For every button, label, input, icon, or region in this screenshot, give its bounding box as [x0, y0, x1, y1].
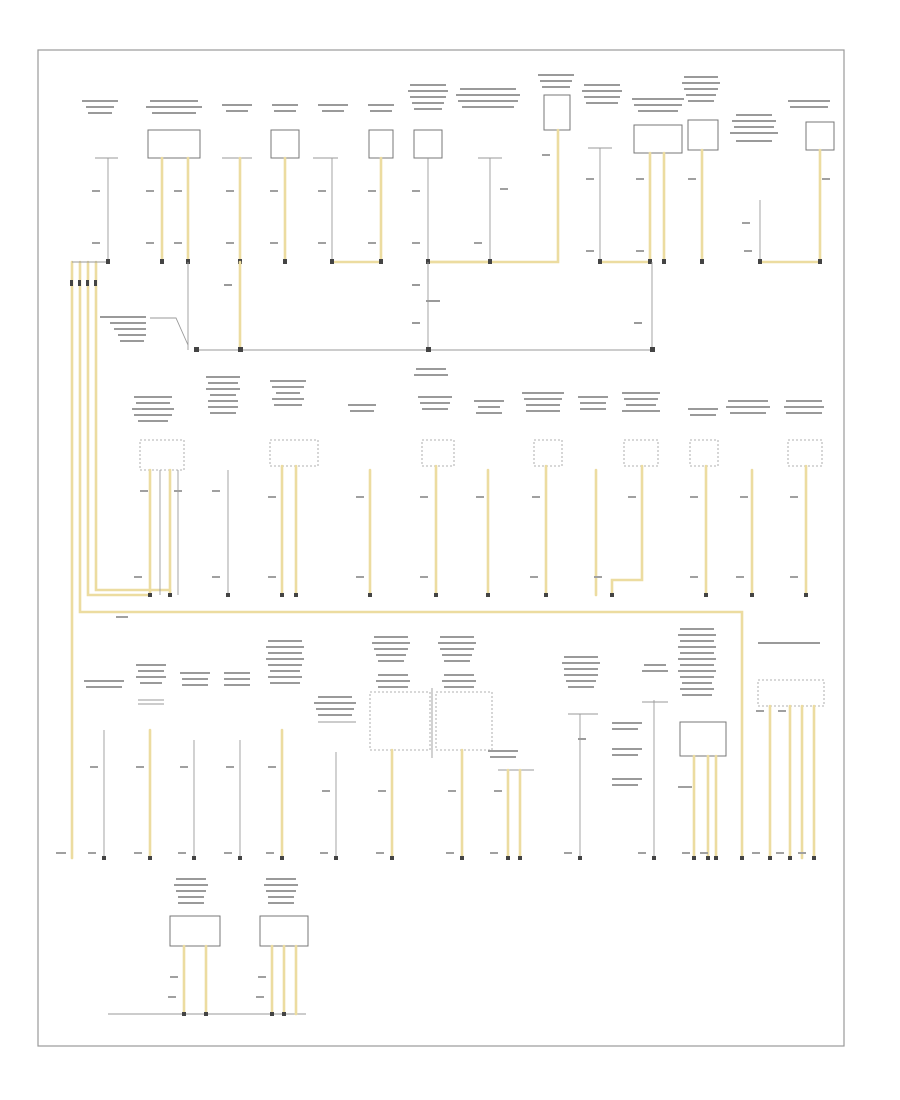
component-box — [805, 121, 835, 151]
row-3-components — [56, 628, 825, 860]
left-ground-bus — [70, 260, 744, 860]
component-box — [147, 129, 201, 159]
component-box — [270, 129, 300, 159]
component-box — [543, 94, 571, 131]
row-1-components — [82, 74, 835, 264]
component-box — [687, 119, 719, 151]
diagram-frame — [37, 49, 845, 1047]
row-2-components — [116, 368, 824, 618]
row-4-components — [108, 878, 309, 1016]
component-box — [633, 124, 683, 154]
component-box — [368, 129, 394, 159]
upper-ground-bus — [100, 260, 655, 352]
component-box — [413, 129, 443, 159]
